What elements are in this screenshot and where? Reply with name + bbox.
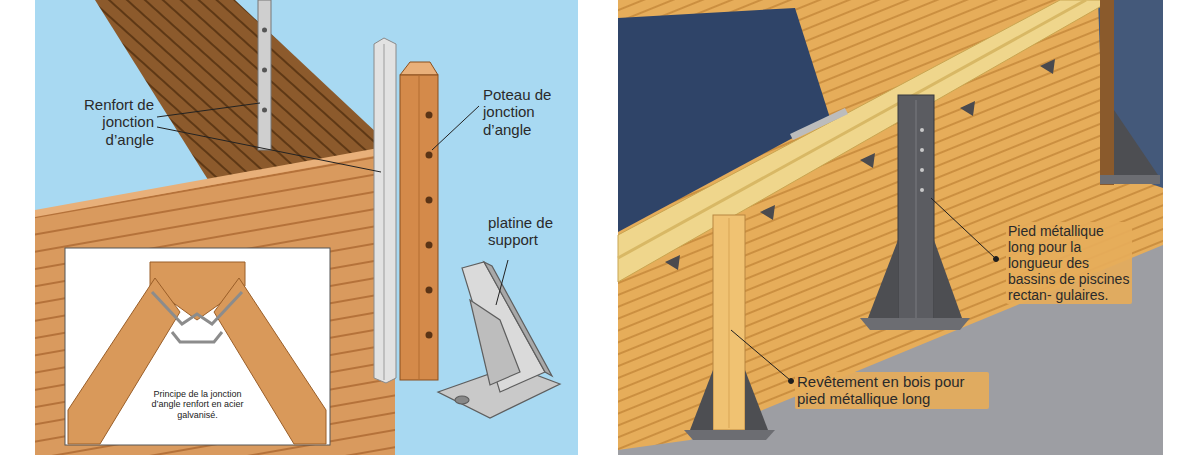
inset-caption: Principe de la jonction d’angle renfort … [142, 389, 254, 421]
wall-top-edge [35, 145, 395, 217]
part-label: Revêtement en bois pour pied métallique … [795, 372, 989, 409]
part-label: Renfort de jonction d’angle [70, 96, 154, 148]
leader-lines-right [731, 198, 999, 384]
part-label: platine de support [488, 214, 574, 249]
part-label: Pied métallique long pour la longueur de… [1006, 222, 1132, 304]
wood-walls [618, 0, 1163, 455]
left-panel [35, 0, 578, 455]
inset-drawing [65, 248, 330, 445]
right-panel [618, 0, 1163, 455]
corner-foot [1100, 0, 1160, 185]
sky-ground [35, 0, 578, 455]
inset-box: Principe de la jonction d’angle renfort … [65, 248, 330, 445]
inset-ground [65, 248, 330, 445]
far-corner [1098, 0, 1163, 188]
wood-cladding [684, 215, 775, 440]
post-top [400, 62, 438, 75]
metal-profile [374, 38, 396, 383]
outer-wall [35, 150, 395, 455]
part-label: Poteau de jonction d’angle [483, 86, 575, 138]
corner-post [400, 75, 438, 380]
support-plate [438, 262, 560, 418]
back-reinforcement [258, 0, 271, 150]
long-metal-foot [860, 95, 970, 330]
